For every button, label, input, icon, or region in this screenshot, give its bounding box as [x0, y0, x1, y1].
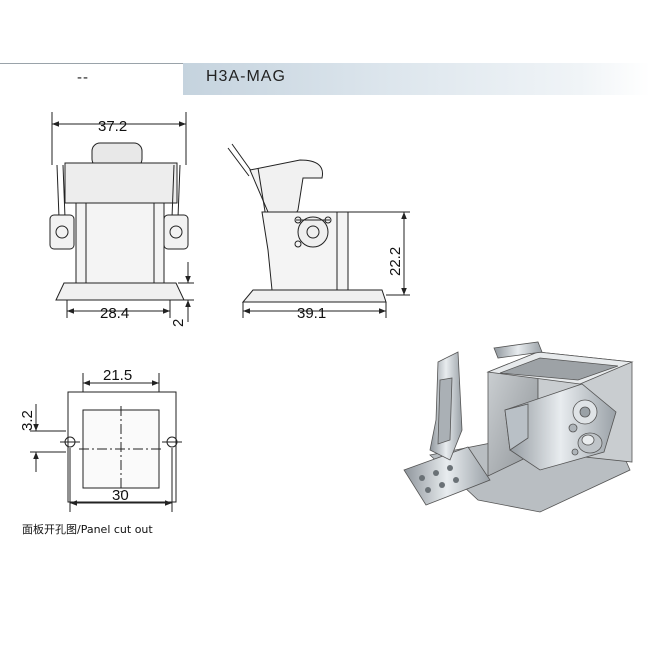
connector-housing-photo — [403, 341, 634, 513]
dim-base-thickness: 2 — [170, 319, 187, 327]
dim-side-height: 22.2 — [387, 247, 404, 276]
front-view — [49, 112, 194, 322]
side-view — [227, 143, 410, 318]
panel-cutout-caption: 面板开孔图/Panel cut out — [22, 523, 153, 536]
dim-cutout-width: 21.5 — [103, 367, 132, 384]
header-left-marker: -- — [77, 69, 89, 86]
dim-base-width: 28.4 — [100, 305, 129, 322]
dim-front-width: 37.2 — [98, 118, 127, 135]
header-bar — [183, 63, 650, 95]
header-rule — [0, 63, 183, 64]
dim-cutout-offset: 3.2 — [19, 410, 36, 431]
panel-cutout-view — [30, 373, 182, 512]
model-title: H3A-MAG — [206, 68, 286, 85]
dim-hole-spacing: 30 — [112, 487, 129, 504]
dim-side-base-length: 39.1 — [297, 305, 326, 322]
